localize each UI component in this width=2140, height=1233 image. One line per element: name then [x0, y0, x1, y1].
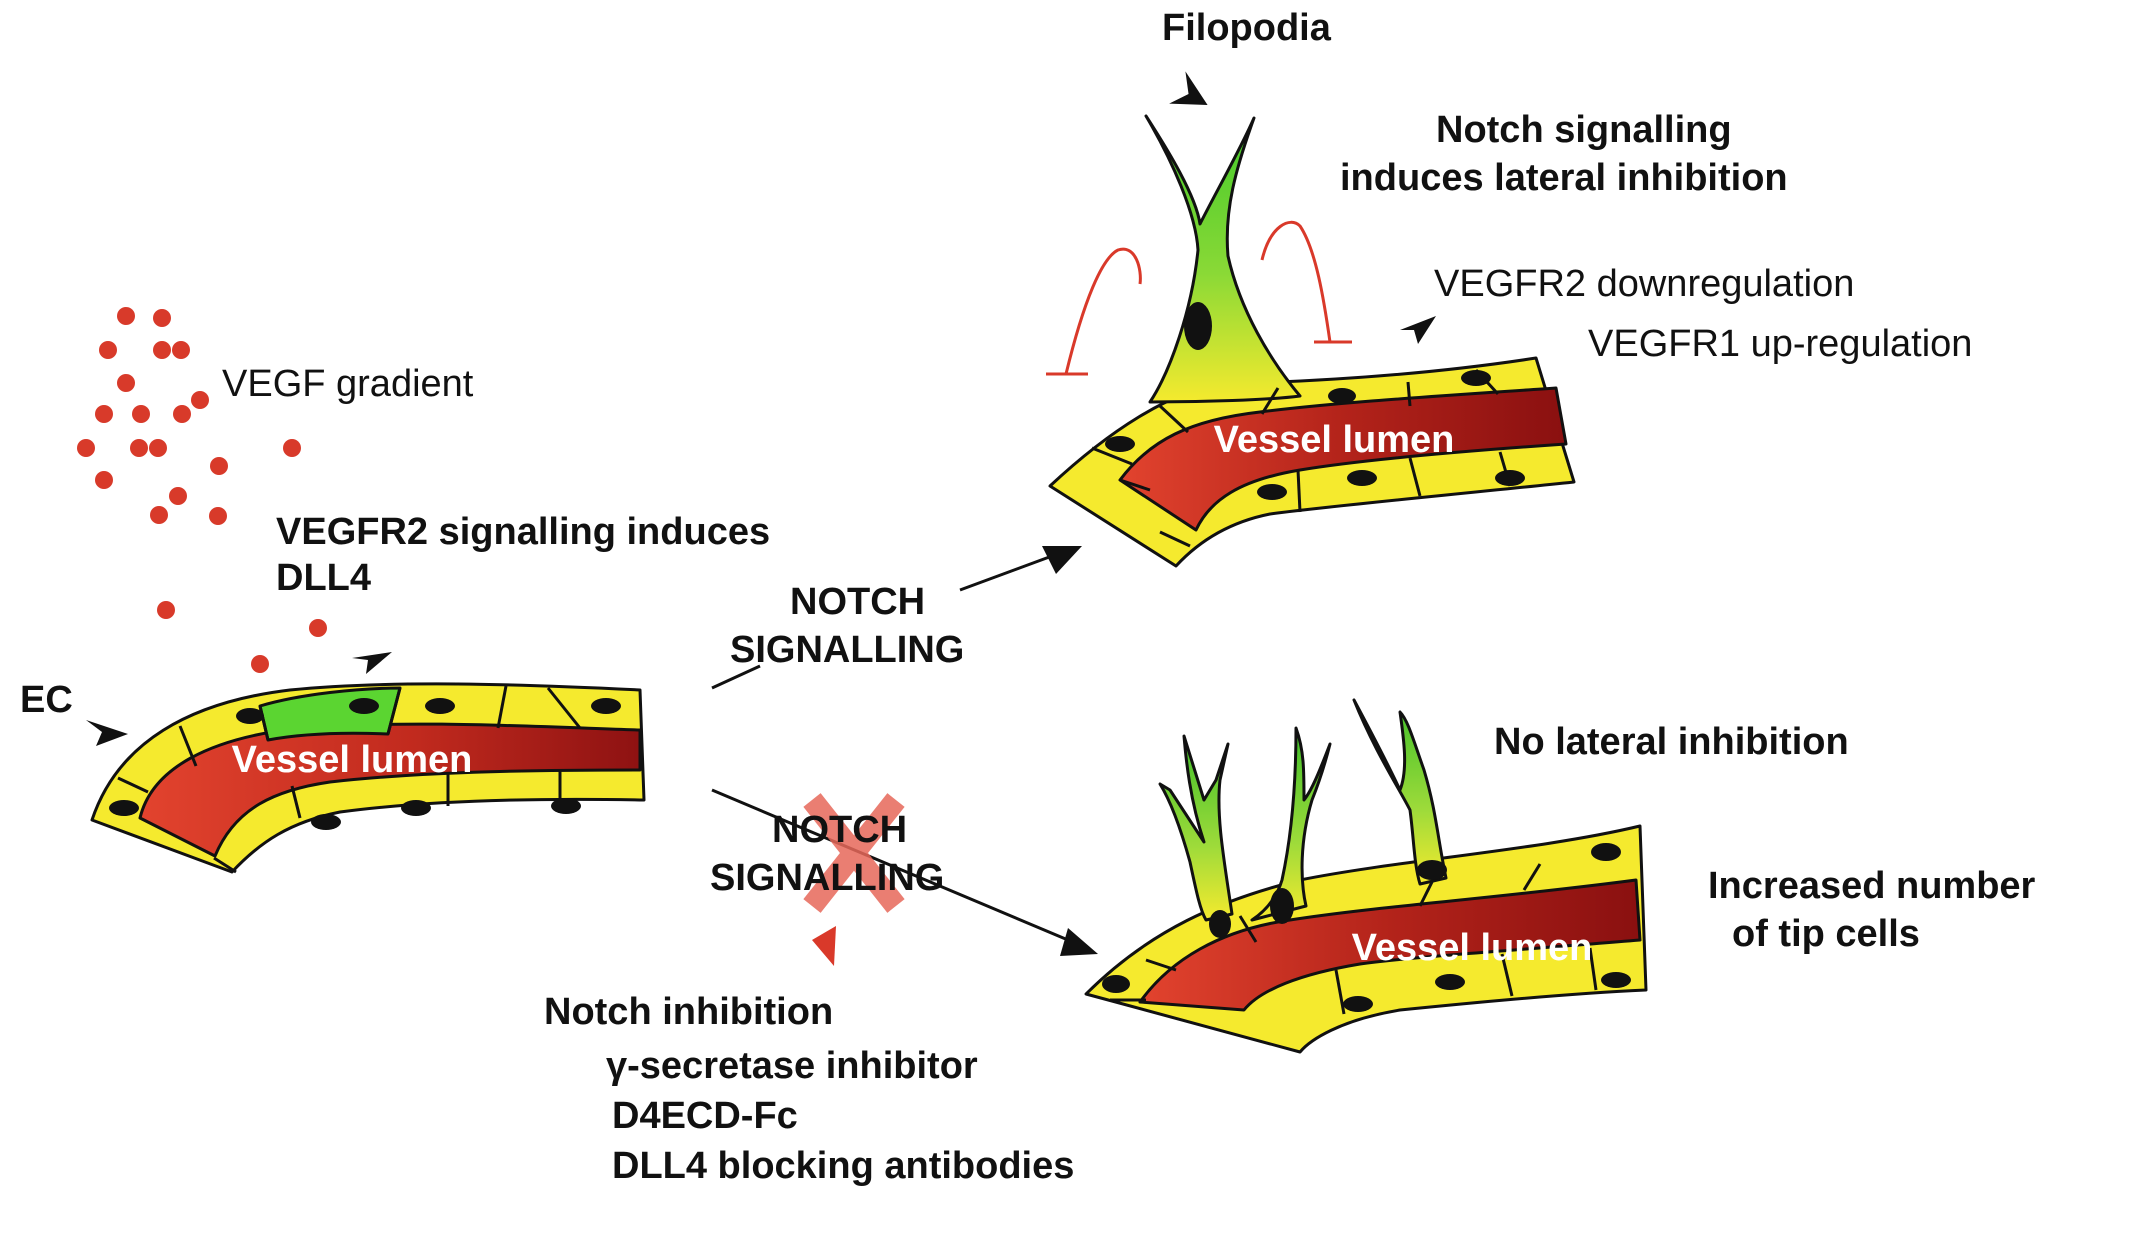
arrowhead-icon [1400, 316, 1436, 344]
label-lateral-line2: induces lateral inhibition [1340, 157, 1788, 199]
arrowhead-icon [812, 926, 836, 966]
vegf-dot-icon [283, 439, 301, 457]
vessel-bottom-right [1084, 698, 1648, 1054]
vegf-dot-icon [95, 405, 113, 423]
arrow-notch-blocked [711, 788, 1069, 942]
sprout [1250, 726, 1332, 922]
vegf-dot-icon [309, 619, 327, 637]
vegf-dot-icon [149, 439, 167, 457]
arrowhead-icon [1060, 928, 1098, 956]
label-inhibitor-gamma: γ-secretase inhibitor [606, 1045, 978, 1087]
sprout [1158, 734, 1234, 922]
vegf-dot-icon [191, 391, 209, 409]
nucleus-icon [109, 698, 621, 830]
vegf-dot-icon [157, 601, 175, 619]
vessel-bottom-junctions [1110, 863, 1598, 1015]
vegf-dot-icon [251, 655, 269, 673]
label-signalling-active: SIGNALLING [730, 629, 964, 671]
label-ec: EC [20, 679, 73, 721]
label-notch-blocked: NOTCH [772, 809, 907, 851]
vegf-dot-icon [130, 439, 148, 457]
tip-cell-top [1144, 114, 1302, 404]
arrow-notch-active [711, 554, 1053, 690]
nucleus-icon [1105, 302, 1525, 500]
inhibition-icon [1046, 247, 1142, 376]
arrowhead-icon [1169, 71, 1208, 105]
label-inhibitor-d4ecd: D4ECD-Fc [612, 1095, 798, 1137]
label-vegfr1-up: VEGFR1 up-regulation [1588, 323, 1972, 365]
label-notch-active: NOTCH [790, 581, 925, 623]
arrowhead-icon [352, 652, 392, 674]
vegf-dot-icon [117, 374, 135, 392]
vessel-bottom-lumen-label: Vessel lumen [1352, 927, 1593, 969]
vegf-dot-icon [209, 507, 227, 525]
vegf-dot-icon [172, 341, 190, 359]
arrowhead-icon [86, 720, 128, 746]
label-vegfr2-line2: DLL4 [276, 557, 371, 599]
vegf-dot-icon [210, 457, 228, 475]
vegf-dot-icon [150, 506, 168, 524]
label-increased-line1: Increased number [1708, 865, 2036, 907]
vegf-dot-icon [173, 405, 191, 423]
label-signalling-blocked: SIGNALLING [710, 857, 944, 899]
sprout [1352, 698, 1448, 886]
label-notch-inhibition: Notch inhibition [544, 991, 833, 1033]
vegf-dot-icon [117, 307, 135, 325]
vessel-left-lumen [138, 722, 642, 858]
vessel-left [90, 682, 646, 874]
label-lateral-line1: Notch signalling [1436, 109, 1732, 151]
vegf-gradient-dots [77, 307, 327, 673]
vessel-top-lumen-label: Vessel lumen [1214, 419, 1455, 461]
label-vegf-gradient: VEGF gradient [222, 363, 474, 405]
vessel-left-lumen-label: Vessel lumen [232, 739, 473, 781]
label-vegfr2-line1: VEGFR2 signalling induces [276, 511, 770, 553]
vegf-dot-icon [153, 341, 171, 359]
label-filopodia: Filopodia [1162, 7, 1332, 49]
inhibition-icon [1260, 220, 1352, 344]
vegf-dot-icon [77, 439, 95, 457]
vegf-dot-icon [95, 471, 113, 489]
vegf-dot-icon [153, 309, 171, 327]
cross-icon [803, 793, 905, 913]
nucleus-icon [1102, 843, 1631, 1012]
arrowhead-icon [1042, 546, 1082, 574]
vegf-dot-icon [169, 487, 187, 505]
vegf-dot-icon [132, 405, 150, 423]
label-no-lateral: No lateral inhibition [1494, 721, 1849, 763]
vessel-top-lumen [1118, 386, 1568, 532]
vessel-left-junctions [117, 685, 582, 874]
label-increased-line2: of tip cells [1732, 913, 1920, 955]
label-vegfr2-down: VEGFR2 downregulation [1434, 263, 1854, 305]
vegf-dot-icon [99, 341, 117, 359]
vessel-top-right [1048, 114, 1576, 568]
label-inhibitor-dll4: DLL4 blocking antibodies [612, 1145, 1074, 1187]
